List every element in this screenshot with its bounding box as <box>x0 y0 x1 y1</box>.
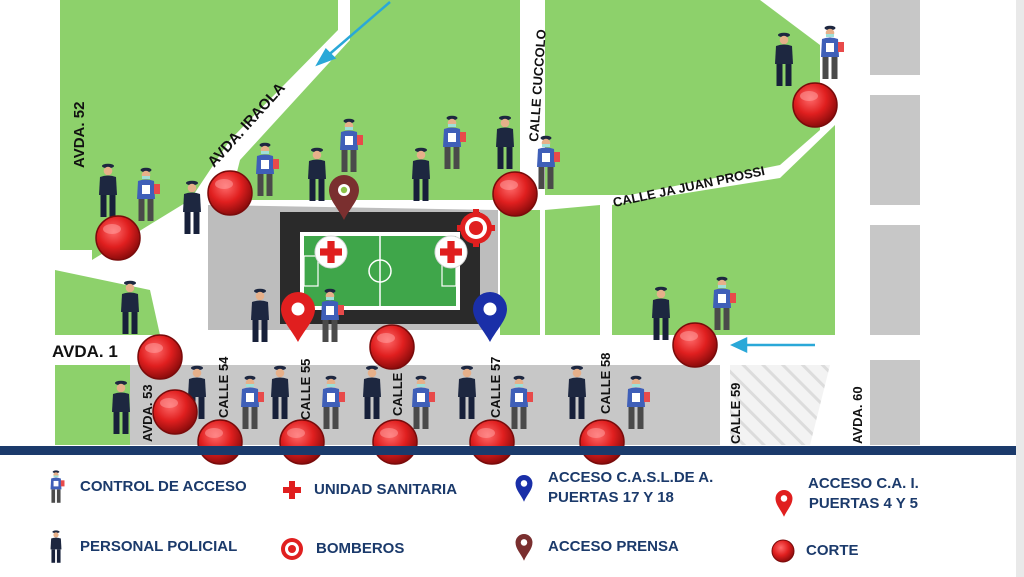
street-avda-53: AVDA. 53 <box>140 384 155 442</box>
street-calle-58: CALLE 58 <box>598 353 613 414</box>
street-calle-59: CALLE 59 <box>728 383 743 444</box>
legend-bomberos: BOMBEROS <box>278 532 404 566</box>
caslda-access-pin <box>473 292 507 342</box>
police-officer-icon <box>42 530 70 564</box>
legend-personal-policial: PERSONAL POLICIAL <box>42 530 237 564</box>
legend-acceso-cai: ACCESO C.A. I. PUERTAS 4 Y 5 <box>770 468 919 520</box>
legend-corte: CORTE <box>770 534 859 568</box>
right-border <box>1016 0 1024 577</box>
cai-access-pin <box>281 292 315 342</box>
firefighter-marker <box>457 209 495 247</box>
brown-map-pin-icon <box>510 530 538 564</box>
medical-unit-marker <box>314 235 348 269</box>
red-cross-icon <box>280 473 304 507</box>
street-avda-52: AVDA. 52 <box>71 102 88 168</box>
legend-divider <box>0 446 1016 455</box>
street-calle-55: CALLE 55 <box>298 359 313 420</box>
legend-acceso-caslda: ACCESO C.A.S.L.DE A. PUERTAS 17 Y 18 <box>510 468 713 508</box>
medical-unit-marker <box>434 235 468 269</box>
red-roadblock-circle-icon <box>770 534 796 568</box>
legend-unidad-sanitaria: UNIDAD SANITARIA <box>280 473 457 507</box>
street-calle-54: CALLE 54 <box>216 356 231 418</box>
city-blocks <box>730 0 920 445</box>
firefighter-badge-icon <box>278 532 306 566</box>
traffic-arrows <box>315 1 815 353</box>
blue-map-pin-icon <box>510 471 538 505</box>
legend-control-acceso: CONTROL DE ACCESO <box>42 470 247 504</box>
red-map-pin-icon <box>770 486 798 520</box>
street-calle-56: CALLE 5 <box>390 362 405 416</box>
press-access-pin <box>329 175 359 220</box>
control-officer-icon <box>42 470 70 504</box>
street-avda-1: AVDA. 1 <box>52 342 118 361</box>
street-calle-57: CALLE 57 <box>488 357 503 418</box>
street-avda-60: AVDA. 60 <box>850 386 865 444</box>
legend-acceso-prensa: ACCESO PRENSA <box>510 530 679 564</box>
